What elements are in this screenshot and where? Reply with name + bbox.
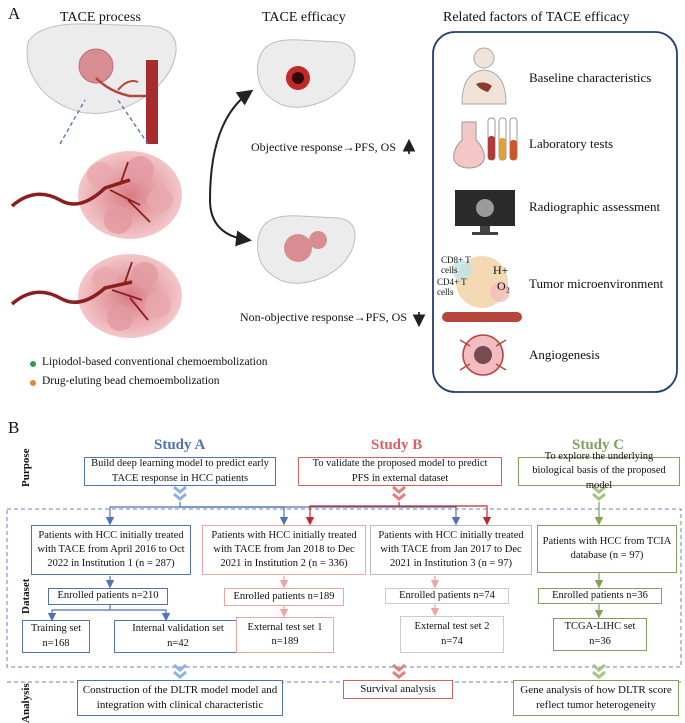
enrolled-1-box: Enrolled patients n=210 [48,588,168,605]
enrolled-3-box: Enrolled patients n=74 [385,588,509,604]
external-test-2-box: External test set 2 n=74 [400,616,504,653]
tcga-label: TCGA-LIHC set [564,621,636,633]
tme-cd8-label: CD8+ T [441,255,471,265]
arrow-to-objective [209,89,254,201]
analysis-c-box: Gene analysis of how DLTR score reflect … [513,680,679,716]
study-b-title: Study B [371,437,423,453]
factor-tme: Tumor microenvironment [529,276,664,291]
tcga-n: n=36 [589,635,611,647]
training-set-box: Training set n=168 [22,620,90,653]
legend-deb: Drug-eluting bead chemoembolization [42,375,220,387]
liver-process-illustration [26,23,177,145]
tme-h-label: H+ [493,263,509,277]
row-label-analysis: Analysis [20,683,32,723]
angiogenesis-icon [459,334,507,376]
purpose-b-box: To validate the proposed model to predic… [298,457,502,486]
chevron-b [392,485,406,501]
legend-lipiodol: Lipiodol-based conventional chemoemboliz… [42,356,268,368]
inst2-flow [279,576,440,618]
chevron-b-analysis [392,663,406,679]
arrow-to-nonobjective [209,199,252,247]
factor-angiogenesis: Angiogenesis [529,347,600,362]
study-a-connectors [105,502,461,526]
chevron-c-analysis [592,663,606,679]
external-test-2-n: n=74 [441,635,463,647]
nonobjective-response-text: Non-objective response→PFS, OS [240,310,407,324]
row-label-dataset: Dataset [20,578,32,614]
monitor-icon [455,190,515,235]
tme-cd4-label: CD4+ T [437,277,467,287]
analysis-b-box: Survival analysis [343,680,453,699]
external-test-2-label: External test set 2 [414,621,490,633]
tace-efficacy-heading: TACE efficacy [262,10,346,25]
related-factors-heading: Related factors of TACE efficacy [443,10,630,25]
chevron-c [592,485,606,501]
internal-validation-label: Internal validation set [132,623,224,635]
tace-process-heading: TACE process [60,10,141,25]
institution-2-box: Patients with HCC initially treated with… [202,525,366,575]
institution-3-box: Patients with HCC initially treated with… [370,525,532,575]
internal-validation-n: n=42 [167,637,189,649]
liver-nonobjective-illustration [257,215,356,284]
factors-frame [432,31,678,393]
inst1-flow [47,576,171,622]
deb-dot [30,380,36,386]
tme-cells-label-1: cells [441,265,458,275]
tumor-lipiodol-illustration [10,151,182,239]
study-c-title: Study C [572,437,625,453]
institution-1-box: Patients with HCC initially treated with… [31,525,191,575]
factor-laboratory: Laboratory tests [529,136,614,151]
external-test-1-box: External test set 1 n=189 [236,617,334,653]
lipiodol-dot [30,361,36,367]
factor-radiographic: Radiographic assessment [529,199,661,214]
tcga-box: TCGA-LIHC set n=36 [553,618,647,651]
tumor-microenvironment-icon [442,256,522,322]
training-set-label: Training set [30,623,82,635]
objective-response-text: Objective response→PFS, OS [251,140,396,154]
enrolled-4-box: Enrolled patients n=36 [538,588,662,604]
factor-baseline: Baseline characteristics [529,70,652,85]
tumor-deb-illustration [10,254,182,338]
training-set-n: n=168 [42,637,70,649]
test-tubes-icon [453,117,518,169]
tme-cells-label-2: cells [437,287,454,297]
study-b-connectors [305,502,492,526]
internal-validation-box: Internal validation set n=42 [114,620,242,653]
purpose-c-box: To explore the underlying biological bas… [518,451,680,491]
panel-a-letter: A [8,4,21,23]
external-test-1-label: External test set 1 [247,621,323,633]
tcia-box: Patients with HCC from TCIA database (n … [537,525,677,573]
chevron-a [173,485,187,501]
dataset-frame [6,508,682,668]
enrolled-2-box: Enrolled patients n=189 [224,588,344,606]
purpose-a-box: Build deep learning model to predict ear… [84,457,276,486]
row-label-purpose: Purpose [20,448,32,488]
tme-o2-label: O₂ [497,279,510,293]
person-icon [461,47,507,105]
panel-b-letter: B [8,418,20,437]
chevron-a-analysis [173,663,187,679]
analysis-a-box: Construction of the DLTR model model and… [77,680,283,716]
liver-objective-illustration [257,39,356,108]
study-a-title: Study A [154,437,206,453]
external-test-1-n: n=189 [271,636,299,647]
